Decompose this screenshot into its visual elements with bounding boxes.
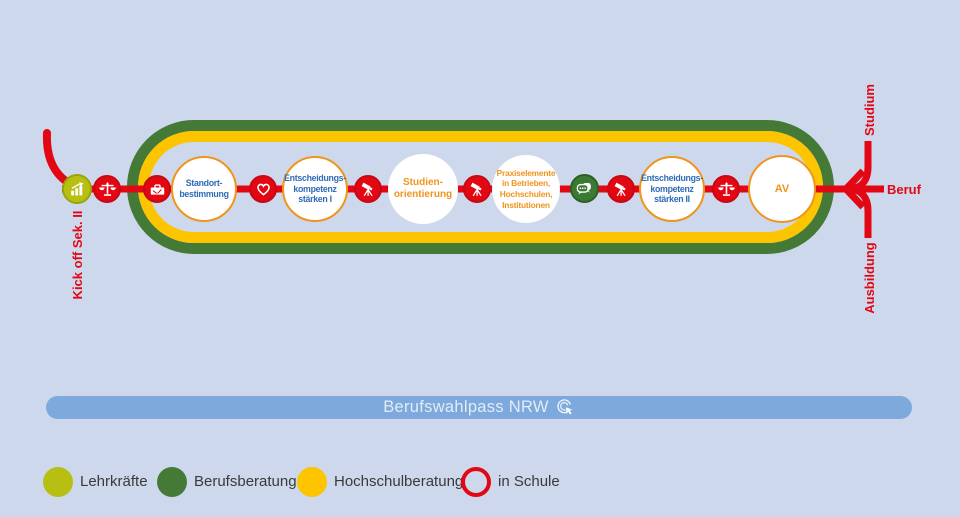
- balance-node-1: [93, 175, 121, 203]
- outcome-beruf-label: Beruf: [887, 182, 921, 197]
- heart-node: [249, 175, 277, 203]
- legend-swatch-gold: [297, 466, 327, 497]
- balance-node-2: [712, 175, 740, 203]
- legend-label: Berufsberatung: [194, 473, 297, 490]
- legend-swatch-olive: [43, 466, 73, 497]
- scales-icon: [717, 181, 735, 196]
- bar-chart-icon: [70, 181, 84, 195]
- station-label: Entscheidungs- kompetenz stärken II: [641, 172, 703, 205]
- station-label: Standort- bestimmung: [179, 178, 229, 199]
- kickoff-node: [62, 174, 92, 204]
- station-label: Praxiselemente in Betrieben, Hochschulen…: [496, 167, 556, 210]
- legend-item-lehrkraefte: Lehrkräfte: [43, 466, 148, 497]
- berufswahlpass-banner[interactable]: Berufswahlpass NRW: [46, 396, 912, 419]
- telescope-node-3: [607, 175, 635, 203]
- telescope-node-2: [463, 175, 491, 203]
- scales-icon: [98, 181, 116, 196]
- legend-item-in-schule: in Schule: [461, 466, 560, 497]
- banner-label: Berufswahlpass NRW: [383, 398, 549, 416]
- click-cursor-icon: [557, 399, 573, 415]
- station-studienorientierung: Studien- orientierung: [388, 154, 458, 224]
- fork-arrowhead: [841, 168, 866, 210]
- station-label: Entscheidungs- kompetenz stärken I: [284, 172, 346, 205]
- station-entscheidungskompetenz-1: Entscheidungs- kompetenz stärken I: [282, 156, 348, 222]
- station-label: AV: [774, 183, 790, 195]
- toolbox-icon: [150, 183, 164, 195]
- counselling-node: [570, 174, 599, 203]
- station-entscheidungskompetenz-2: Entscheidungs- kompetenz stärken II: [639, 156, 705, 222]
- station-av: AV: [748, 155, 816, 223]
- station-label: Studien- orientierung: [393, 176, 453, 201]
- outcome-ausbildung-label: Ausbildung: [861, 242, 877, 314]
- branch-ausbildung: [847, 185, 872, 238]
- telescope-icon: [614, 182, 626, 196]
- legend-label: in Schule: [498, 473, 560, 490]
- kickoff-label: Kick off Sek. II: [69, 210, 85, 300]
- legend-item-berufsberatung: Berufsberatung: [157, 466, 297, 497]
- legend-swatch-red-ring: [461, 466, 491, 497]
- outcome-studium-label: Studium: [861, 84, 877, 136]
- station-praxiselemente: Praxiselemente in Betrieben, Hochschulen…: [492, 155, 560, 223]
- speech-bubbles-icon: [576, 182, 591, 195]
- legend-label: Lehrkräfte: [80, 473, 148, 490]
- telescope-node-1: [354, 175, 382, 203]
- station-standortbestimmung: Standort- bestimmung: [171, 156, 237, 222]
- legend-label: Hochschulberatung: [334, 473, 464, 490]
- heart-icon: [256, 183, 270, 196]
- toolbox-node: [143, 175, 171, 203]
- legend-swatch-dark-green: [157, 466, 187, 497]
- telescope-icon: [470, 182, 482, 196]
- telescope-icon: [361, 182, 373, 196]
- legend-item-hochschulberatung: Hochschulberatung: [297, 466, 463, 497]
